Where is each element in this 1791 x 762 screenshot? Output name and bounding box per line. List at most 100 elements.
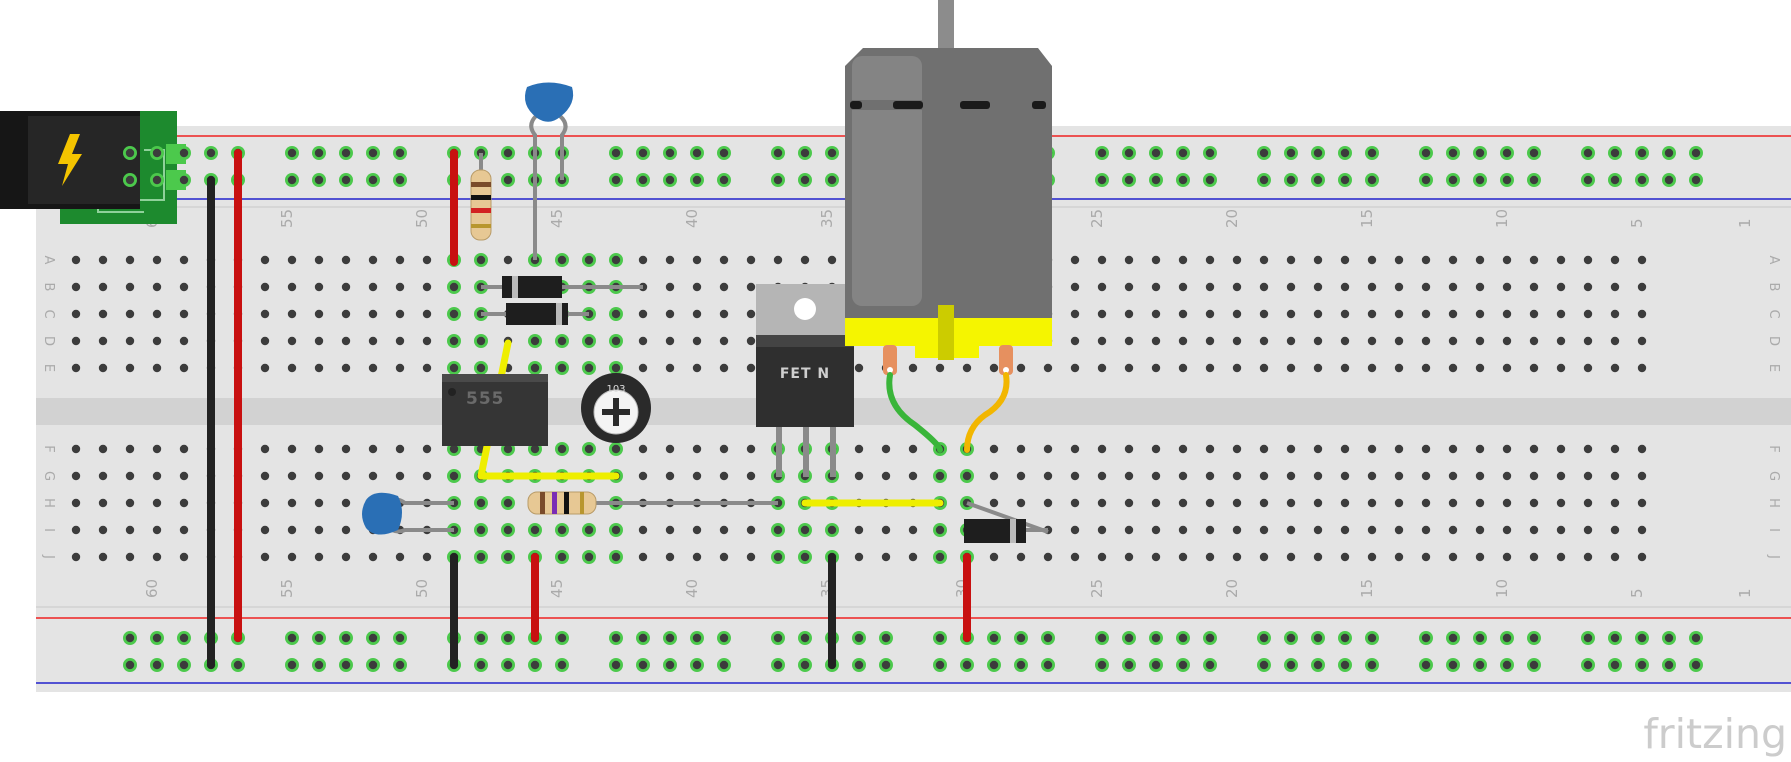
breadboard-hole (1556, 552, 1566, 562)
breadboard-hole (1070, 282, 1080, 292)
dc-motor[interactable] (845, 0, 1052, 375)
breadboard-hole (638, 363, 648, 373)
breadboard-hole (1313, 255, 1323, 265)
rail-hole (1286, 175, 1296, 185)
ceramic-capacitor-left[interactable] (362, 492, 454, 535)
rail-hole (1502, 660, 1512, 670)
row-letter-label: D (1766, 336, 1781, 346)
row-letter-label: J (1766, 554, 1781, 559)
breadboard-hole (98, 255, 108, 265)
breadboard-hole (1178, 255, 1188, 265)
power-jack[interactable] (0, 111, 186, 224)
rail-hole (1286, 148, 1296, 158)
breadboard-hole (1340, 336, 1350, 346)
breadboard-hole (1178, 444, 1188, 454)
rail-hole (692, 175, 702, 185)
breadboard-hole (665, 525, 675, 535)
resistor-1-band-1 (471, 182, 491, 187)
breadboard-hole (1529, 552, 1539, 562)
breadboard-hole (638, 255, 648, 265)
breadboard-hole (638, 471, 648, 481)
motor-vent-3 (960, 101, 990, 109)
breadboard-hole (1529, 309, 1539, 319)
breadboard-hole (746, 471, 756, 481)
breadboard-hole (1016, 471, 1026, 481)
breadboard-hole (1556, 336, 1566, 346)
n-channel-mosfet[interactable]: FET N (756, 284, 854, 477)
trimmer-potentiometer[interactable]: 103 (581, 373, 651, 443)
breadboard-hole (1502, 498, 1512, 508)
rail-hole (692, 660, 702, 670)
breadboard-hole (503, 552, 513, 562)
column-number-label: 10 (1493, 579, 1511, 598)
breadboard-hole (1286, 525, 1296, 535)
breadboard-hole (368, 309, 378, 319)
breadboard-hole (125, 336, 135, 346)
breadboard-hole (314, 552, 324, 562)
breadboard-hole (341, 525, 351, 535)
breadboard-hole (1340, 255, 1350, 265)
breadboard-hole (1448, 471, 1458, 481)
rail-hole (314, 175, 324, 185)
breadboard-hole (665, 336, 675, 346)
breadboard-hole (1151, 282, 1161, 292)
breadboard-hole (1610, 552, 1620, 562)
rail-hole (476, 660, 486, 670)
fritzing-watermark: fritzing (1643, 710, 1787, 758)
breadboard-hole (746, 309, 756, 319)
diode-3[interactable] (964, 519, 1026, 543)
breadboard-hole (1043, 498, 1053, 508)
resistor-2-band-3 (564, 492, 569, 514)
rail-hole (1286, 660, 1296, 670)
ceramic-capacitor-top[interactable] (524, 82, 574, 261)
diode-2-body (506, 303, 568, 325)
breadboard-hole (1097, 336, 1107, 346)
breadboard-hole (854, 525, 864, 535)
breadboard-hole (125, 525, 135, 535)
diode-3-cathode-band (1010, 519, 1016, 543)
resistor-1[interactable] (470, 169, 492, 241)
rail-hole (1259, 175, 1269, 185)
rail-hole (368, 148, 378, 158)
breadboard-hole (908, 552, 918, 562)
rail-hole (179, 660, 189, 670)
breadboard-hole (1367, 255, 1377, 265)
rail-hole (1313, 633, 1323, 643)
breadboard-hole (584, 336, 594, 346)
rail-hole (1475, 633, 1485, 643)
breadboard-hole (746, 363, 756, 373)
diode-1[interactable] (502, 276, 562, 298)
rail-hole (179, 175, 189, 185)
rail-hole (1691, 148, 1701, 158)
timer-ic-label: 555 (466, 389, 505, 409)
rail-hole (1664, 148, 1674, 158)
breadboard-hole (476, 525, 486, 535)
breadboard-hole (1556, 255, 1566, 265)
breadboard-hole (1475, 444, 1485, 454)
breadboard-hole (1502, 336, 1512, 346)
breadboard-hole (341, 309, 351, 319)
breadboard-hole (1367, 282, 1377, 292)
breadboard-hole (98, 282, 108, 292)
breadboard-hole (746, 336, 756, 346)
column-number-label: 1 (1736, 218, 1754, 228)
rail-hole (989, 660, 999, 670)
row-letter-label: F (1766, 445, 1781, 452)
diode-2[interactable] (506, 303, 568, 325)
breadboard-hole (179, 363, 189, 373)
breadboard-hole (314, 525, 324, 535)
breadboard-hole (1340, 525, 1350, 535)
rail-hole (1016, 660, 1026, 670)
breadboard-hole (638, 309, 648, 319)
breadboard-hole (395, 309, 405, 319)
rail-hole (1610, 175, 1620, 185)
rail-hole (287, 175, 297, 185)
breadboard-hole (1529, 525, 1539, 535)
timer-ic-555[interactable]: 555 (442, 374, 548, 446)
breadboard-hole (665, 363, 675, 373)
breadboard-hole (1475, 552, 1485, 562)
breadboard-hole (1556, 309, 1566, 319)
breadboard-hole (260, 471, 270, 481)
breadboard-hole (1286, 552, 1296, 562)
resistor-2[interactable] (527, 491, 597, 515)
